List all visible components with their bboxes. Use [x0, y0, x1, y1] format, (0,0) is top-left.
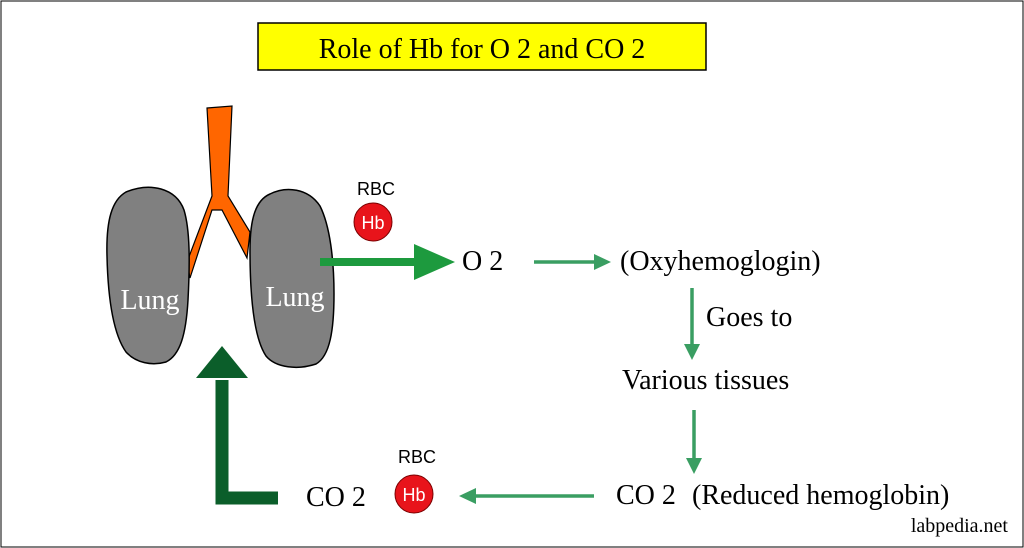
hb-bottom-circle: [394, 474, 434, 514]
arrow-lung-to-o2-head: [414, 244, 455, 280]
rbc-bottom-caption: RBC: [398, 447, 436, 467]
goes-to-label: Goes to: [706, 302, 792, 333]
title: Role of Hb for O 2 and CO 2: [319, 34, 646, 65]
watermark: labpedia.net: [911, 515, 1009, 537]
co2-left-label: CO 2: [306, 482, 366, 513]
lung-left-label: Lung: [120, 285, 179, 316]
arrow-co2-to-lungs-head: [196, 346, 248, 378]
o2-label: O 2: [462, 246, 503, 277]
reduced-hemoglobin-label: (Reduced hemoglobin): [692, 480, 949, 511]
hb-top-label: Hb: [361, 213, 384, 233]
arrow-tissues-to-co2-head: [686, 458, 702, 474]
hb-bottom-label: Hb: [402, 485, 425, 505]
various-tissues-label: Various tissues: [622, 365, 789, 396]
arrow-co2-to-hb: [459, 488, 594, 504]
arrow-co2-to-lungs: [196, 346, 278, 505]
lung-right-shape: [249, 188, 335, 369]
lung-right-label: Lung: [265, 282, 324, 313]
title-box: Role of Hb for O 2 and CO 2: [257, 22, 707, 71]
arrow-co2-to-hb-head: [459, 488, 476, 504]
title-background: [257, 22, 707, 71]
arrow-co2-to-lungs-shaft: [215, 380, 278, 505]
rbc-top-caption: RBC: [357, 179, 395, 199]
arrow-oxy-to-tissues-head: [684, 344, 700, 360]
arrow-o2-to-oxyhemoglobin: [534, 254, 611, 270]
co2-right-label: CO 2: [616, 480, 676, 511]
arrow-lung-to-o2: [320, 244, 455, 280]
trachea-shape: [186, 105, 251, 279]
arrow-oxy-to-tissues: [684, 288, 700, 360]
arrow-tissues-to-co2: [686, 410, 702, 474]
arrow-o2-to-oxy-head: [594, 254, 611, 270]
lung-left-shape: [106, 186, 190, 365]
hb-top-circle: [353, 202, 393, 242]
oxyhemoglobin-label: (Oxyhemoglogin): [620, 246, 821, 277]
